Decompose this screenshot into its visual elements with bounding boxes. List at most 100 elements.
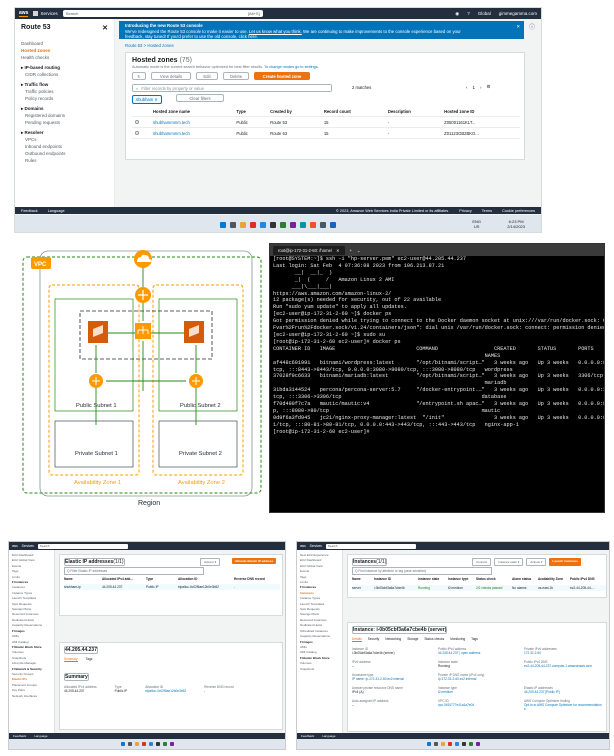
- info-icon[interactable]: ⓘ: [529, 25, 536, 31]
- services-menu[interactable]: Services: [33, 11, 58, 16]
- sidebar-item[interactable]: Capacity Reservations: [300, 634, 331, 639]
- sidebar-item[interactable]: New EC2 Experience: [300, 553, 329, 557]
- sidebar-item[interactable]: Pending requests: [25, 120, 61, 125]
- create-hosted-zone-button[interactable]: Create hosted zone: [254, 72, 310, 80]
- feedback-link[interactable]: Feedback: [301, 734, 315, 738]
- sidebar-item[interactable]: Policy records: [25, 96, 54, 101]
- sidebar-section[interactable]: ▸ Resolver: [21, 130, 44, 135]
- instance-state-button[interactable]: Instance state ▾: [494, 558, 524, 566]
- sidebar-item[interactable]: Volumes: [12, 650, 24, 655]
- table-row[interactable]: shubham-ip 44.205.44.237 Public IP eipal…: [64, 584, 280, 590]
- feedback-link[interactable]: Feedback: [21, 208, 38, 213]
- sidebar-item[interactable]: Launch Templates: [300, 601, 325, 606]
- sidebar-item[interactable]: Snapshots: [12, 655, 27, 660]
- row-radio[interactable]: [135, 130, 139, 135]
- sidebar-item[interactable]: AMIs: [12, 634, 19, 639]
- sidebar-item[interactable]: Instance Types: [12, 590, 33, 595]
- sidebar-item[interactable]: CIDR collections: [25, 72, 59, 77]
- search-input[interactable]: Search: [325, 543, 416, 549]
- sidebar-item-hosted-zones[interactable]: Hosted zones: [21, 48, 51, 53]
- search-icon[interactable]: [127, 742, 132, 746]
- sidebar-item[interactable]: Limits: [300, 580, 308, 585]
- old-console-link[interactable]: click here.: [238, 34, 258, 39]
- launch-instances-button[interactable]: Launch instances: [549, 558, 581, 566]
- allocate-eip-button[interactable]: Allocate Elastic IP address: [232, 558, 277, 564]
- sidebar-item[interactable]: EC2 Dashboard: [300, 558, 322, 563]
- column-header[interactable]: Record count: [320, 107, 385, 117]
- tab-storage[interactable]: Storage: [407, 637, 419, 641]
- feedback-link[interactable]: Let us know what you think.: [249, 28, 302, 34]
- table-row[interactable]: shubhammmm.tech Public Route 53 15 - Z01…: [132, 127, 520, 139]
- sidebar-item[interactable]: Snapshots: [300, 666, 315, 671]
- sidebar-item[interactable]: EC2 Global View: [12, 558, 35, 563]
- app-icon[interactable]: [330, 221, 336, 228]
- sidebar-item[interactable]: EC2 Dashboard: [12, 553, 34, 557]
- tab-monitoring[interactable]: Monitoring: [450, 637, 466, 641]
- column-header[interactable]: Hosted zone ID: [441, 107, 520, 117]
- sidebar-item[interactable]: Launch Templates: [12, 596, 37, 601]
- services-menu[interactable]: Services: [309, 544, 322, 548]
- sidebar-section[interactable]: ▸ Traffic flow: [21, 82, 49, 87]
- folder-icon[interactable]: [440, 742, 445, 746]
- terms-link[interactable]: Terms: [481, 208, 493, 213]
- app-icon[interactable]: [162, 742, 167, 746]
- sidebar-item[interactable]: Outbound endpoints: [25, 151, 66, 156]
- region-selector[interactable]: Global: [477, 11, 491, 16]
- sidebar-item[interactable]: ▾ Network & Security: [12, 666, 42, 671]
- app-icon[interactable]: [300, 221, 306, 228]
- folder-icon[interactable]: [240, 221, 246, 228]
- sidebar-section[interactable]: ▸ Domains: [21, 106, 44, 111]
- close-icon[interactable]: ✕: [102, 25, 108, 32]
- browser-icon[interactable]: [141, 742, 146, 746]
- sidebar-item[interactable]: ▾ Instances: [12, 580, 29, 585]
- aws-logo[interactable]: aws: [19, 9, 29, 17]
- terminal-output[interactable]: [root@SYSTEM:~]$ ssh -i "hp-server.pem" …: [270, 256, 604, 436]
- breadcrumb[interactable]: Route 53 > Hosted zones: [125, 43, 174, 48]
- edge-icon[interactable]: [454, 742, 459, 746]
- filter-input[interactable]: ⌕Filter records by property or value: [132, 84, 332, 92]
- chevron-left-icon[interactable]: ‹: [466, 84, 468, 90]
- sidebar-item[interactable]: Dedicated Hosts: [300, 623, 323, 628]
- sidebar-item[interactable]: Traffic policies: [25, 89, 54, 94]
- sidebar-item[interactable]: Rules: [25, 158, 37, 163]
- search-input[interactable]: Search[Alt+S]: [62, 10, 263, 17]
- browser-icon[interactable]: [447, 742, 452, 746]
- terminal-tab[interactable]: root@ip-172-31-2-60: /home/✕: [273, 245, 345, 255]
- sidebar-item[interactable]: Events: [300, 569, 310, 574]
- cookie-link[interactable]: Cookie preferences: [502, 208, 535, 213]
- language-link[interactable]: Language: [47, 208, 65, 213]
- edit-button[interactable]: Edit: [196, 72, 218, 80]
- sidebar-item[interactable]: Savings Plans: [300, 612, 320, 617]
- row-radio[interactable]: [135, 119, 139, 124]
- table-row[interactable]: shubhammmm.tech Public Route 53 15 - Z05…: [132, 116, 520, 128]
- feedback-link[interactable]: Feedback: [13, 734, 27, 738]
- sidebar-item[interactable]: Spot Requests: [12, 601, 32, 606]
- column-header[interactable]: Type: [233, 107, 268, 117]
- terminal-icon[interactable]: [155, 742, 160, 746]
- browser-icon[interactable]: [250, 221, 256, 228]
- terminal-icon[interactable]: [461, 742, 466, 746]
- sidebar-item[interactable]: Reserved Instances: [12, 612, 39, 617]
- filter-input[interactable]: Q Filter Elastic IP addresses: [64, 567, 204, 575]
- column-header[interactable]: Created by: [267, 107, 321, 117]
- sidebar-item[interactable]: Network Interfaces: [12, 693, 38, 698]
- filter-token[interactable]: shubham ✕: [132, 95, 162, 104]
- services-menu[interactable]: Services: [21, 544, 34, 548]
- sidebar-item[interactable]: Scheduled Instances: [300, 628, 328, 633]
- tab-summary[interactable]: Summary: [64, 657, 78, 662]
- sidebar-section[interactable]: ▸ IP-based routing: [21, 65, 61, 70]
- sidebar-item[interactable]: ▾ Images: [12, 628, 25, 633]
- app-icon[interactable]: [475, 742, 480, 746]
- sidebar-item[interactable]: ▾ Elastic Block Store: [12, 644, 42, 649]
- sidebar-item[interactable]: AMI Catalog: [300, 650, 317, 655]
- sidebar-item[interactable]: AMIs: [300, 644, 307, 649]
- search-icon[interactable]: [230, 221, 236, 228]
- aws-logo[interactable]: aws: [12, 544, 18, 548]
- tab-security[interactable]: Security: [367, 637, 380, 641]
- sidebar-item[interactable]: EC2 Global View: [300, 563, 323, 568]
- sidebar-item[interactable]: Events: [12, 563, 22, 568]
- chevron-down-icon[interactable]: ⌄: [357, 247, 361, 253]
- start-icon[interactable]: [426, 742, 431, 746]
- search-icon[interactable]: [433, 742, 438, 746]
